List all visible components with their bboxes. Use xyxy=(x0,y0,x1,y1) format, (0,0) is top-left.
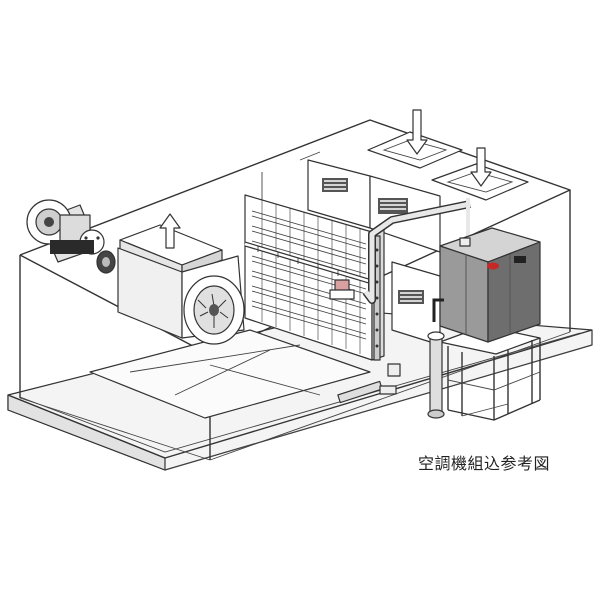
humidifier xyxy=(439,227,541,343)
up-arrow-icon xyxy=(159,213,181,249)
fan-housing xyxy=(117,247,245,345)
down-arrow-icon xyxy=(406,109,428,155)
caption-label: 空調機組込参考図 xyxy=(418,454,551,473)
coil-feet xyxy=(379,363,401,395)
steam-distributor xyxy=(244,241,373,300)
drain-pipe xyxy=(337,298,445,419)
motor xyxy=(26,199,116,274)
coil xyxy=(244,194,385,361)
down-arrow-icon xyxy=(470,147,492,187)
drain-pan xyxy=(89,329,371,419)
